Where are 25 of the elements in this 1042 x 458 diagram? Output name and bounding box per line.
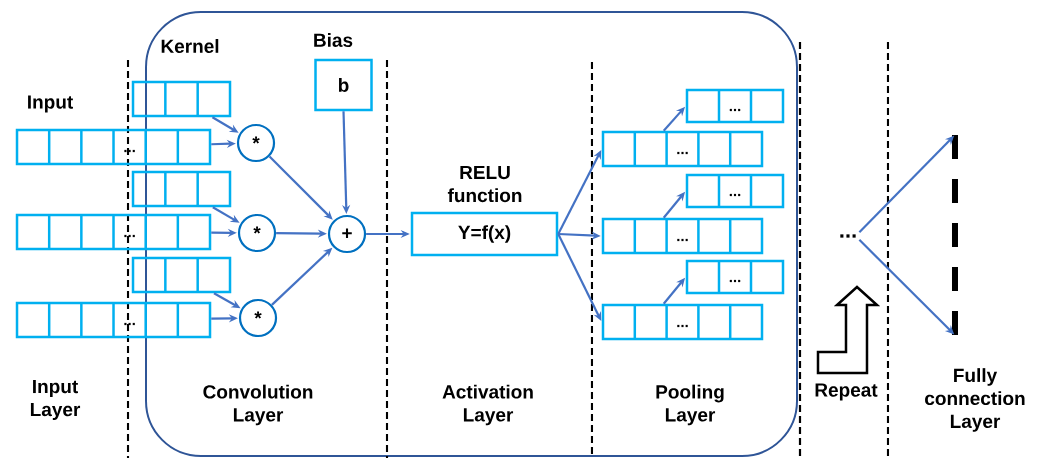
cell-array bbox=[131, 170, 232, 208]
ellipsis-text: ... bbox=[840, 234, 856, 238]
layer-label: Convolution Layer bbox=[203, 384, 313, 426]
cell-array: ... bbox=[601, 130, 764, 168]
arrow bbox=[268, 155, 333, 220]
layer-label: Fully connection Layer bbox=[925, 368, 1025, 432]
node-label: RELU function bbox=[447, 165, 522, 203]
cell-array: ... bbox=[15, 301, 212, 339]
cell-array bbox=[131, 256, 232, 294]
layer-label: Repeat bbox=[815, 383, 878, 401]
cell-array: ... bbox=[685, 259, 785, 295]
function-box: Bias b bbox=[314, 33, 373, 112]
function-box: RELU function Y=f(x) bbox=[410, 165, 559, 257]
cell-array: ... bbox=[15, 213, 212, 251]
layer-label: Input Layer bbox=[30, 380, 81, 420]
cell-array: ... bbox=[601, 303, 764, 341]
layer-label: Activation Layer bbox=[442, 384, 533, 426]
node-label: Kernel bbox=[161, 39, 219, 53]
cell-array: ... bbox=[685, 173, 785, 209]
layer-label: Pooling Layer bbox=[656, 384, 724, 426]
node-label: Bias bbox=[314, 33, 353, 47]
dashed-bar bbox=[952, 135, 958, 335]
cell-array: ... bbox=[685, 88, 785, 124]
node-label: Input bbox=[28, 95, 73, 113]
cell-array: ... bbox=[601, 217, 764, 255]
